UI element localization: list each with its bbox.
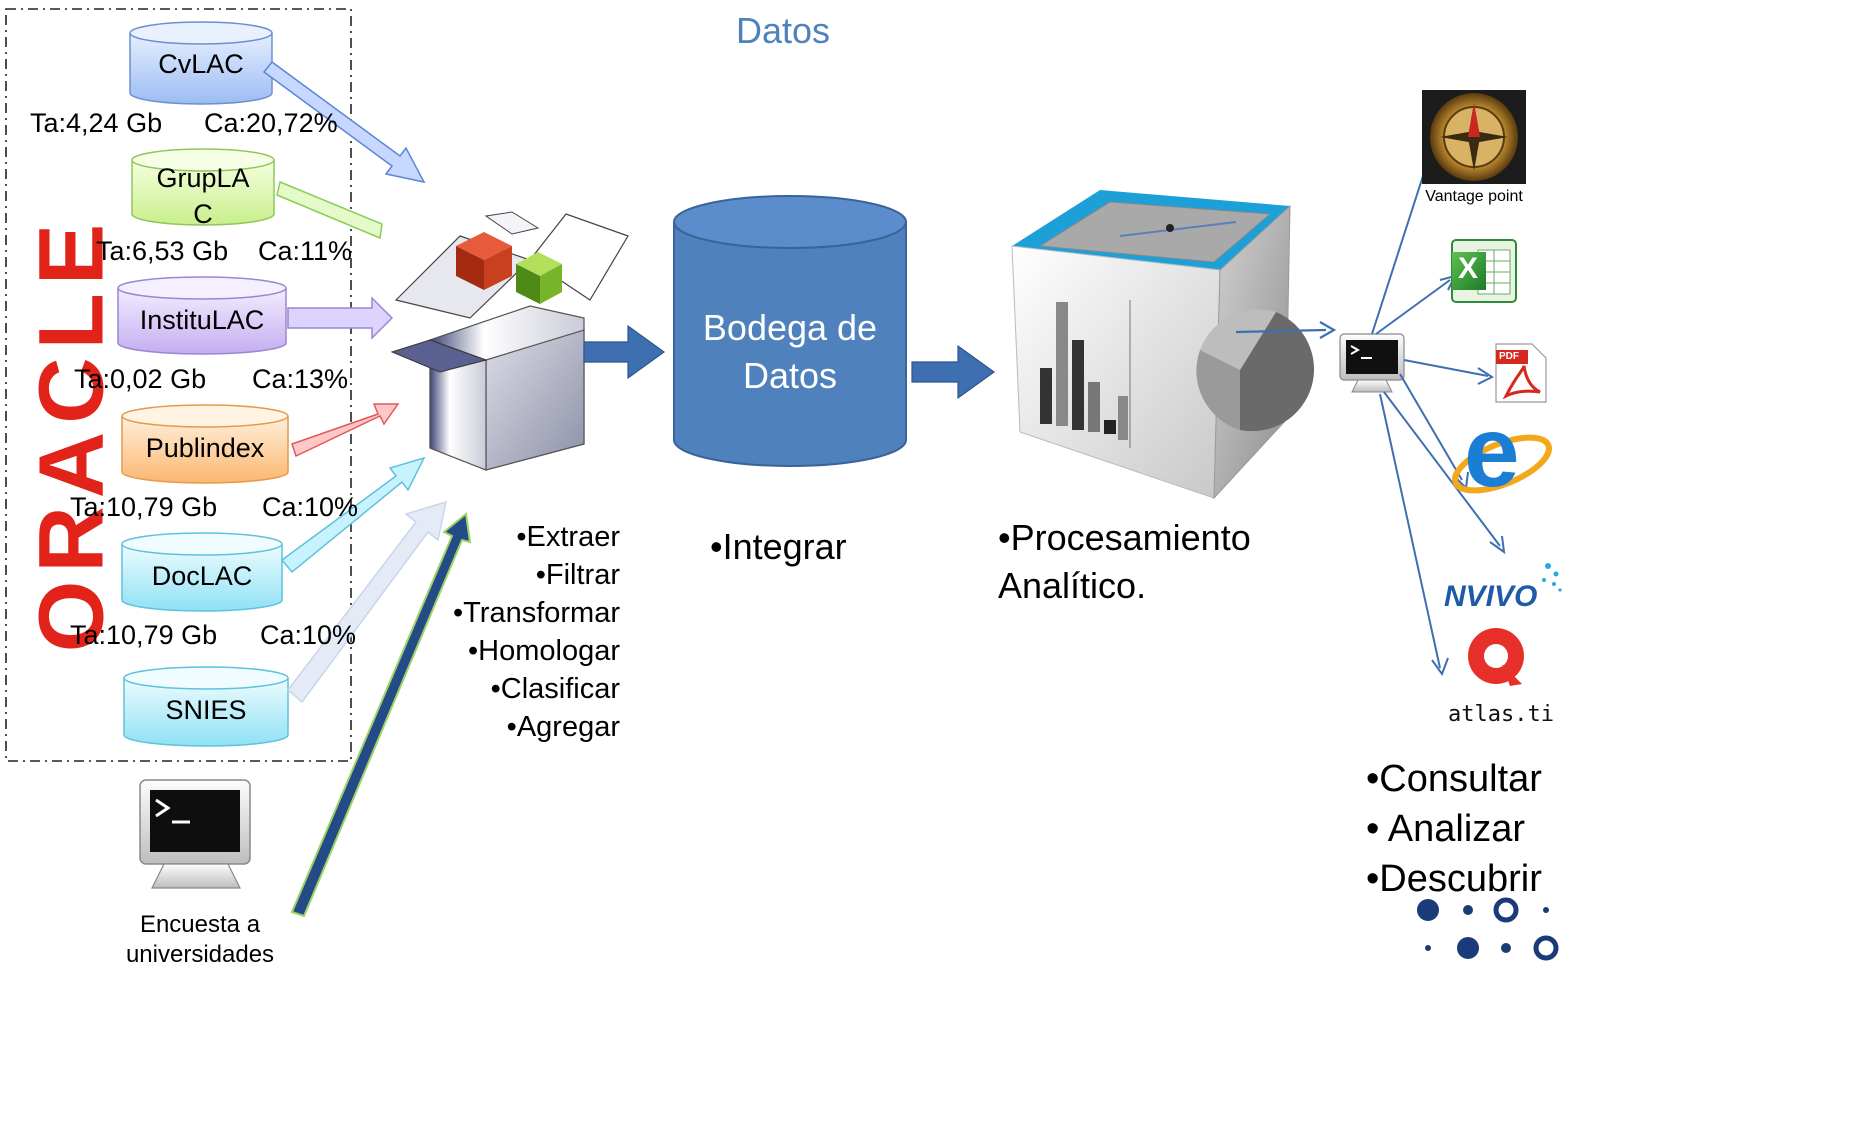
excel-icon	[1451, 239, 1517, 303]
warehouse-step: •Integrar	[710, 526, 847, 567]
etl-step-homologate: •Homologar	[468, 635, 620, 667]
nvivo-sparkle-icon	[1542, 563, 1562, 592]
olap-step: •Procesamiento Analítico.	[998, 517, 1251, 606]
vantage-point-compass-icon	[1422, 90, 1526, 184]
oracle-logo: ORACLE	[20, 215, 123, 653]
atlas-ti-label: atlas.ti	[1448, 702, 1554, 727]
green-cube-icon	[516, 252, 562, 304]
cylinder-doclac	[121, 532, 283, 612]
excel-letter: X	[1458, 252, 1479, 285]
source-size-institulac: Ta:0,02 Gb	[74, 364, 207, 394]
internet-explorer-icon	[1452, 434, 1552, 494]
olap-cube-icon	[1011, 190, 1315, 500]
tool-fanout-arrows	[1371, 137, 1506, 677]
warehouse-label: Bodega de Datos	[702, 307, 878, 396]
etl-step-filter: •Filtrar	[535, 559, 620, 591]
nvivo-label: NVIVO	[1444, 580, 1538, 613]
etl-step-extract: •Extraer	[516, 521, 620, 553]
source-name-institulac: InstituLAC	[139, 305, 265, 335]
source-name-cvlac: CvLAC	[158, 49, 244, 79]
client-terminal-icon	[1339, 333, 1405, 393]
etl-steps-list: •Extraer •Filtrar •Transformar •Homologa…	[430, 518, 620, 746]
source-name-snies: SNIES	[165, 695, 247, 725]
arrow-survey	[290, 512, 472, 918]
page-title: Datos	[736, 10, 831, 51]
source-share-gruplac: Ca:11%	[258, 236, 353, 266]
arrow-doclac	[280, 456, 426, 574]
red-cube-icon	[456, 232, 512, 290]
arrow-institulac	[287, 296, 394, 340]
arrow-cvlac	[262, 60, 426, 184]
arrow-etl-to-warehouse	[583, 324, 666, 380]
arrow-olap-to-terminal	[1235, 328, 1327, 334]
cylinder-cvlac	[129, 21, 273, 105]
cylinder-gruplac	[131, 148, 275, 226]
etl-step-aggregate: •Agregar	[506, 711, 620, 743]
end-step-discover: •Descubrir	[1366, 858, 1542, 900]
source-share-institulac: Ca:13%	[252, 364, 349, 394]
survey-terminal-icon	[139, 779, 251, 889]
end-step-consult: •Consultar	[1366, 758, 1542, 800]
arrow-publindex	[291, 403, 400, 458]
warehouse-cylinder	[673, 195, 907, 467]
pdf-label: PDF	[1499, 351, 1519, 362]
ie-letter: e	[1464, 396, 1520, 508]
decorative-dots-icon	[1417, 897, 1559, 961]
source-size-doclac: Ta:10,79 Gb	[70, 620, 218, 650]
atlas-ti-logo-icon	[1468, 628, 1524, 686]
arrow-gruplac	[276, 180, 383, 240]
end-steps-list: •Consultar • Analizar •Descubrir	[1366, 754, 1542, 904]
source-size-publindex: Ta:10,79 Gb	[70, 492, 218, 522]
etl-box	[390, 211, 629, 471]
source-share-cvlac: Ca:20,72%	[204, 108, 338, 138]
source-share-doclac: Ca:10%	[260, 620, 357, 650]
etl-step-classify: •Clasificar	[490, 673, 620, 705]
vantage-point-caption: Vantage point	[1425, 188, 1523, 205]
source-name-doclac: DocLAC	[151, 561, 253, 591]
cylinder-publindex	[121, 404, 289, 484]
cylinder-snies	[123, 666, 289, 747]
oracle-sources-frame	[5, 8, 352, 762]
source-size-cvlac: Ta:4,24 Gb	[30, 108, 163, 138]
survey-label: Encuesta a universidades	[125, 911, 275, 968]
arrow-snies	[286, 500, 447, 704]
source-share-publindex: Ca:10%	[262, 492, 359, 522]
source-size-gruplac: Ta:6,53 Gb	[96, 236, 229, 266]
source-name-gruplac: GrupLA C	[156, 163, 250, 229]
pdf-icon	[1495, 343, 1547, 403]
source-name-publindex: Publindex	[145, 433, 265, 463]
arrow-warehouse-to-olap	[911, 344, 996, 400]
etl-step-transform: •Transformar	[453, 597, 620, 629]
end-step-analyze: • Analizar	[1366, 808, 1526, 850]
cylinder-institulac	[117, 276, 287, 355]
